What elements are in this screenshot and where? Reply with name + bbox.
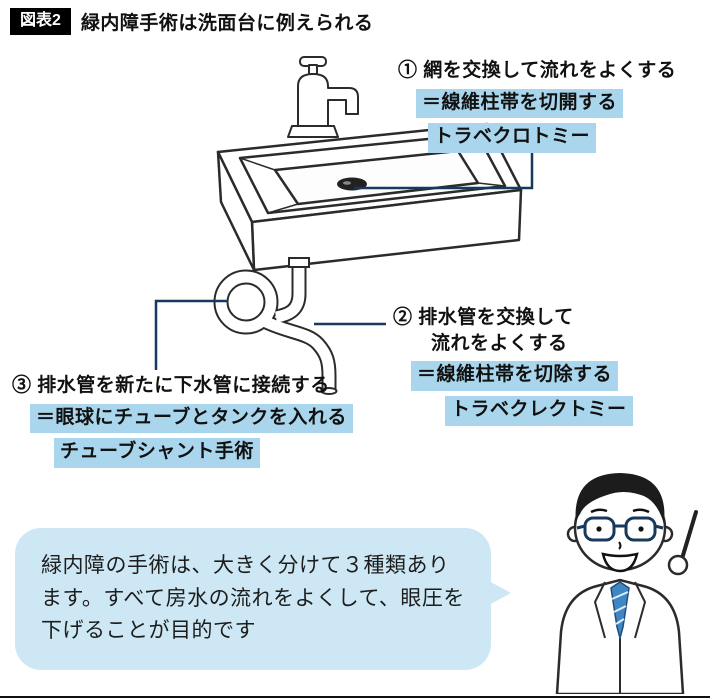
doctor-mouth (601, 552, 639, 573)
figure-number-badge: 図表2 (10, 8, 71, 35)
speech-bubble-tail (487, 580, 511, 606)
drain-pipe-inner (215, 262, 335, 390)
doctor-hair (575, 473, 665, 524)
annotation1-highlight-2: トラベクロトミー (428, 123, 597, 153)
annotation3-highlight-1: ＝眼球にチューブとタンクを入れる (30, 403, 353, 434)
pointer-stick-icon (679, 510, 698, 564)
figure-header: 図表2 緑内障手術は洗面台に例えられる (10, 8, 373, 35)
doctor-hand (667, 554, 689, 576)
doctor-tie (610, 581, 630, 641)
annotation2-highlight-2: トラベクレクトミー (445, 395, 633, 426)
annotation3-title: ③ 排水管を新たに下水管に接続する (12, 375, 330, 396)
pipe-joint-nut (288, 257, 310, 268)
figure-title: 緑内障手術は洗面台に例えられる (80, 13, 374, 34)
annotation-tube-shunt: ③ 排水管を新たに下水管に接続する ＝眼球にチューブとタンクを入れる チューブシ… (12, 373, 353, 468)
annotation-trabeculotomy: ① 網を交換して流れをよくする ＝線維柱帯を切開する トラベクロトミー (398, 58, 676, 153)
faucet-icon (287, 56, 359, 138)
speech-bubble-text: 緑内障の手術は、大きく分けて３種類あります。すべて房水の流れをよくして、眼圧を下… (41, 554, 465, 643)
callout-line-3 (154, 299, 228, 370)
speech-bubble: 緑内障の手術は、大きく分けて３種類あります。すべて房水の流れをよくして、眼圧を下… (15, 528, 511, 670)
pipe-open-end (320, 387, 338, 395)
bottom-divider (0, 696, 710, 698)
annotation1-title: ① 網を交換して流れをよくする (398, 60, 677, 81)
annotation1-highlight-1: ＝線維柱帯を切開する (416, 88, 624, 119)
annotation-trabeculectomy: ② 排水管を交換して 流れをよくする ＝線維柱帯を切除する トラベクレクトミー (393, 305, 633, 426)
annotation2-highlight-1: ＝線維柱帯を切除する (411, 361, 619, 391)
doctor-character-icon (555, 473, 698, 694)
glasses-icon (576, 516, 664, 542)
annotation2-title-line1: ② 排水管を交換して (393, 307, 574, 328)
annotation3-highlight-2: チューブシャント手術 (54, 438, 260, 468)
annotation2-title-line2: 流れをよくする (431, 332, 568, 354)
